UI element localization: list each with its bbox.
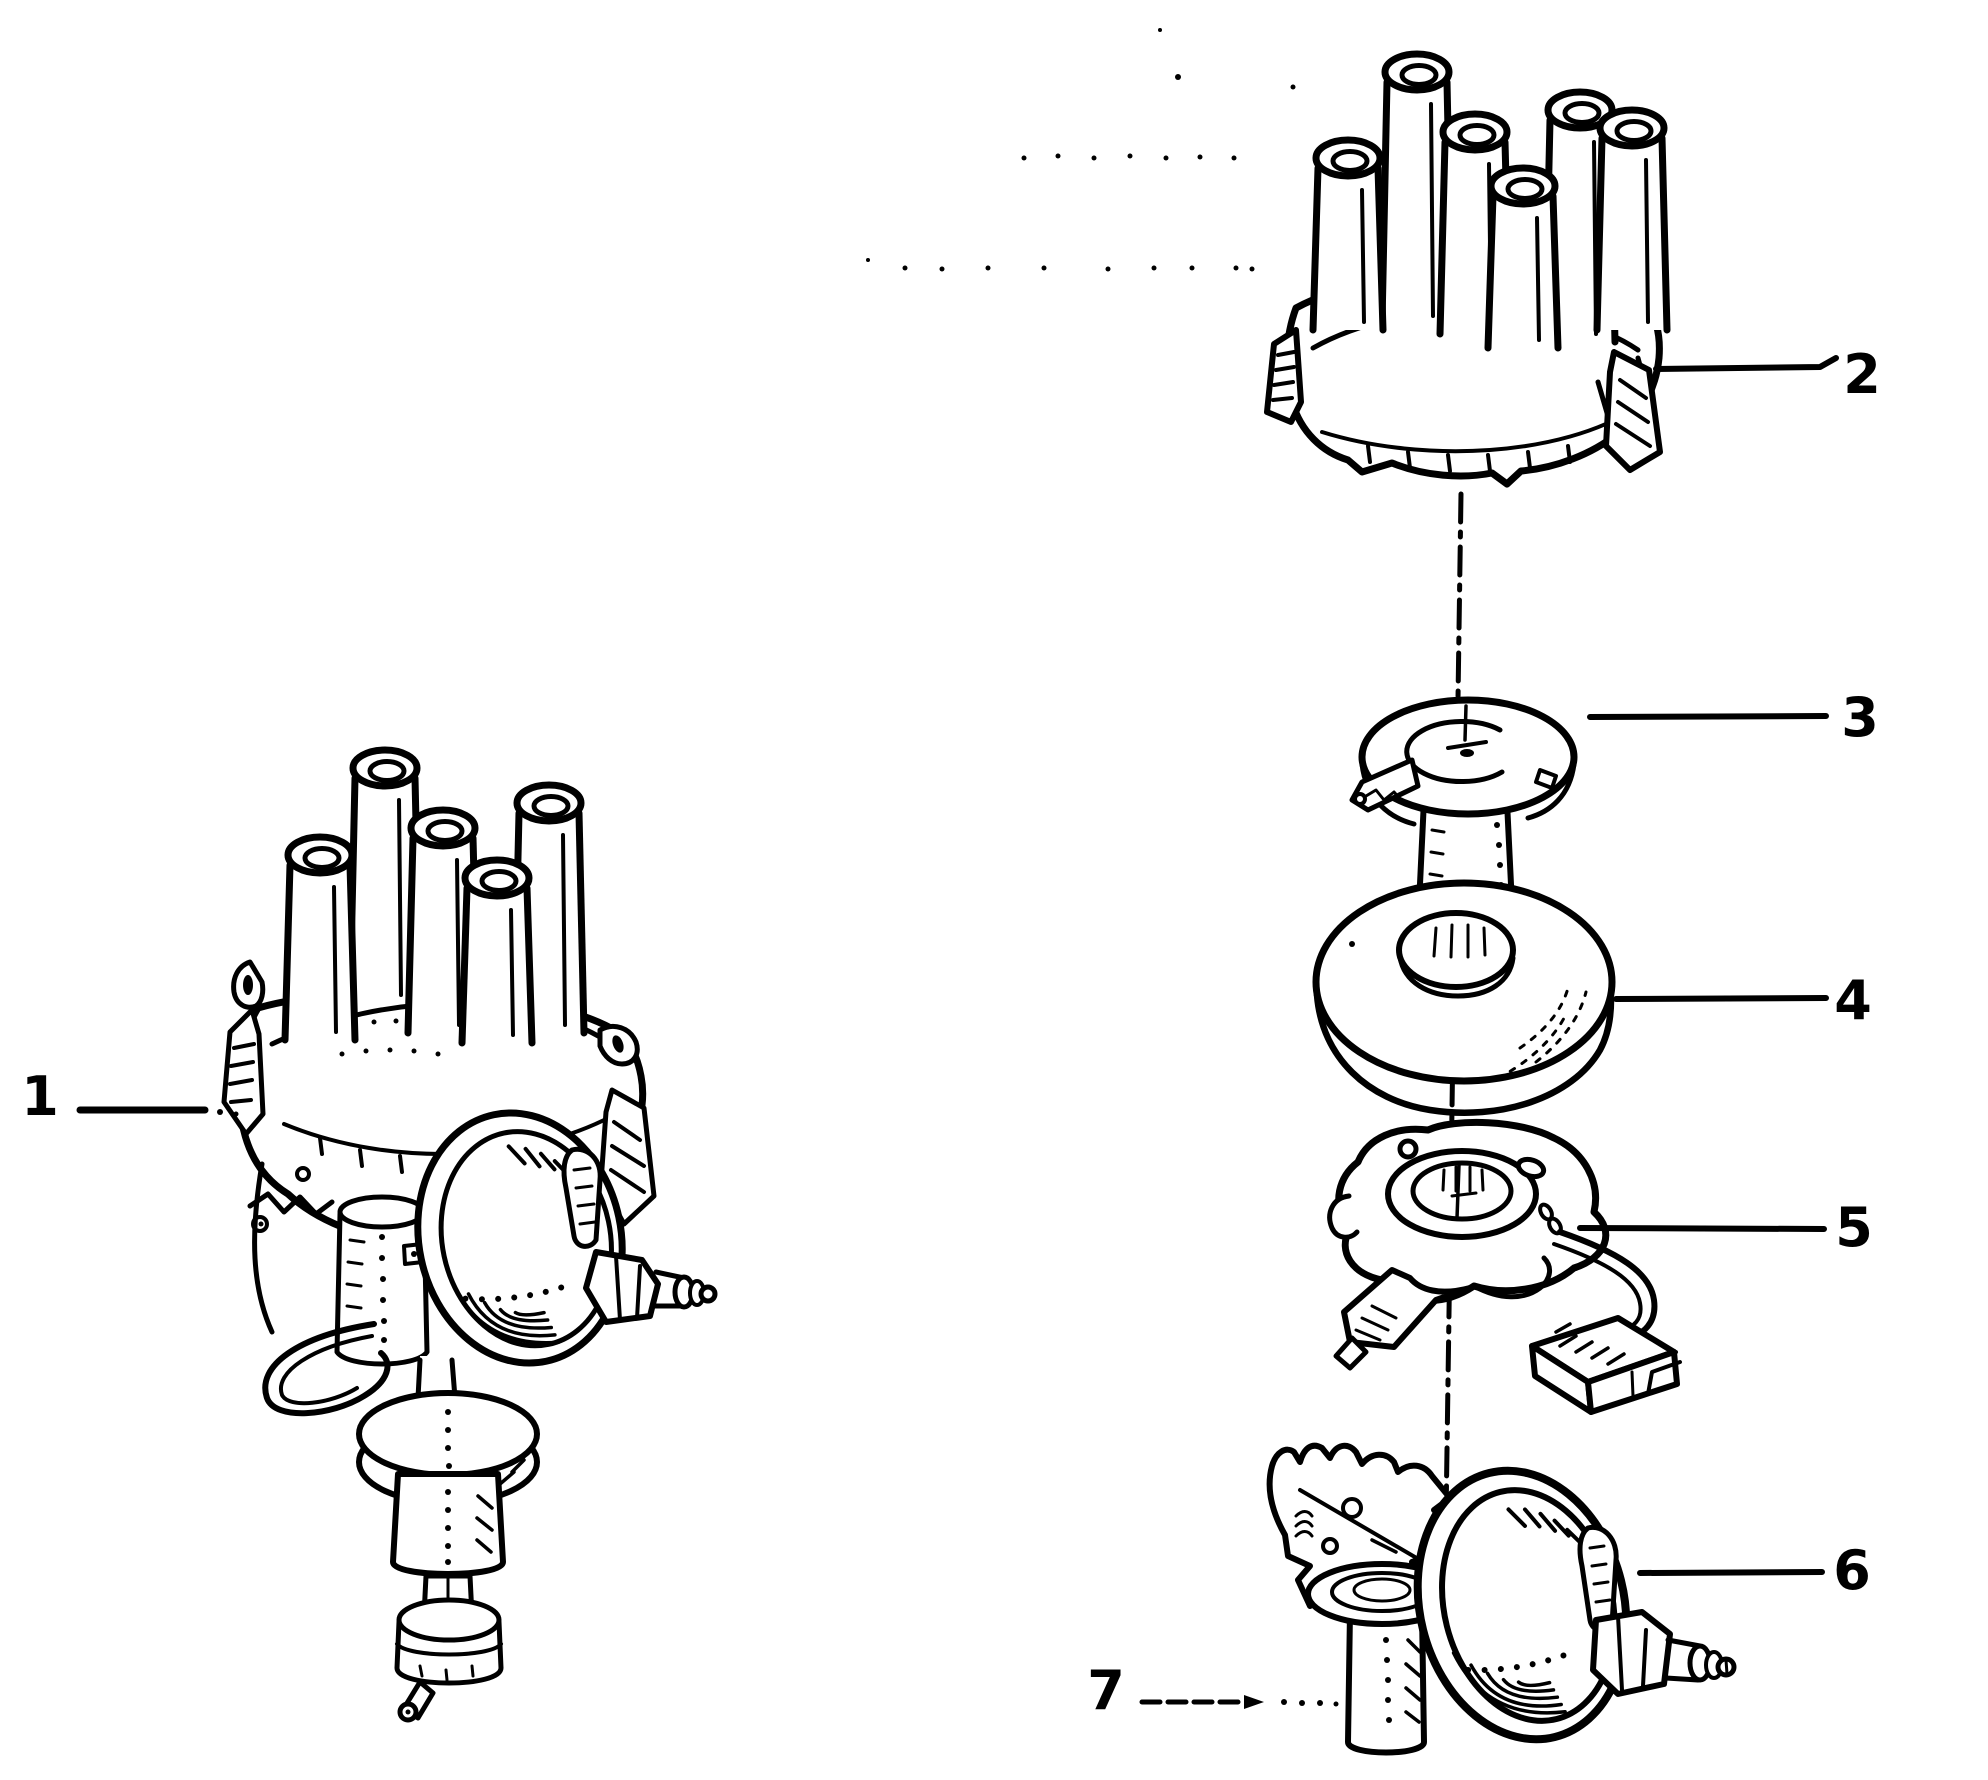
callout-2-label: 2 bbox=[1843, 343, 1881, 406]
cap-towers bbox=[281, 746, 588, 1047]
lt-wire-loop bbox=[262, 1321, 391, 1417]
vacuum-stub bbox=[1663, 1637, 1737, 1683]
vacuum-nut bbox=[1590, 1609, 1673, 1697]
cap-clip-left-2 bbox=[1264, 327, 1304, 425]
assembly-centerline bbox=[1443, 491, 1464, 1521]
cap-towers-2 bbox=[1309, 50, 1671, 352]
callout-5-leader bbox=[1577, 1225, 1827, 1232]
callout-3-leader bbox=[1587, 713, 1829, 720]
plate-arm bbox=[1341, 1267, 1473, 1350]
callout-4-leader bbox=[1613, 995, 1829, 1002]
dust-cover-ring bbox=[1312, 879, 1616, 1116]
ring-hole bbox=[1396, 910, 1516, 990]
vacuum-nut-left bbox=[583, 1249, 661, 1325]
callout-2: 2 bbox=[1653, 343, 1881, 406]
drive-gear bbox=[394, 1597, 504, 1723]
callout-4: 4 bbox=[1613, 969, 1872, 1032]
callout-3: 3 bbox=[1587, 686, 1879, 749]
callout-7-label: 7 bbox=[1087, 1659, 1125, 1722]
callout-1: 1 bbox=[21, 1065, 239, 1128]
callout-5-label: 5 bbox=[1835, 1196, 1873, 1259]
vacuum-can-left bbox=[414, 1109, 718, 1367]
lower-housing bbox=[390, 1471, 506, 1577]
ring-texture bbox=[1496, 986, 1588, 1080]
assembled-distributor bbox=[221, 746, 718, 1723]
callout-7: 7 bbox=[1087, 1659, 1339, 1722]
plate-center-hole bbox=[1410, 1160, 1514, 1222]
cap-skirt-hatching bbox=[1366, 444, 1572, 473]
vacuum-stub-left bbox=[651, 1269, 718, 1310]
callout-6-label: 6 bbox=[1833, 1539, 1871, 1602]
callout-3-label: 3 bbox=[1841, 686, 1879, 749]
scan-noise-dots bbox=[866, 28, 1296, 272]
wire-connector bbox=[1529, 1315, 1682, 1415]
callout-2-leader bbox=[1653, 355, 1839, 372]
distributor-cap bbox=[1264, 50, 1671, 488]
callout-6: 6 bbox=[1637, 1539, 1871, 1602]
vacuum-advance-unit bbox=[1413, 1466, 1737, 1744]
callout-6-leader bbox=[1637, 1569, 1825, 1576]
breaker-plate-assembly bbox=[1327, 1118, 1682, 1415]
callout-5: 5 bbox=[1577, 1196, 1873, 1259]
callout-1-label: 1 bbox=[21, 1065, 59, 1128]
callout-4-label: 4 bbox=[1834, 969, 1872, 1032]
